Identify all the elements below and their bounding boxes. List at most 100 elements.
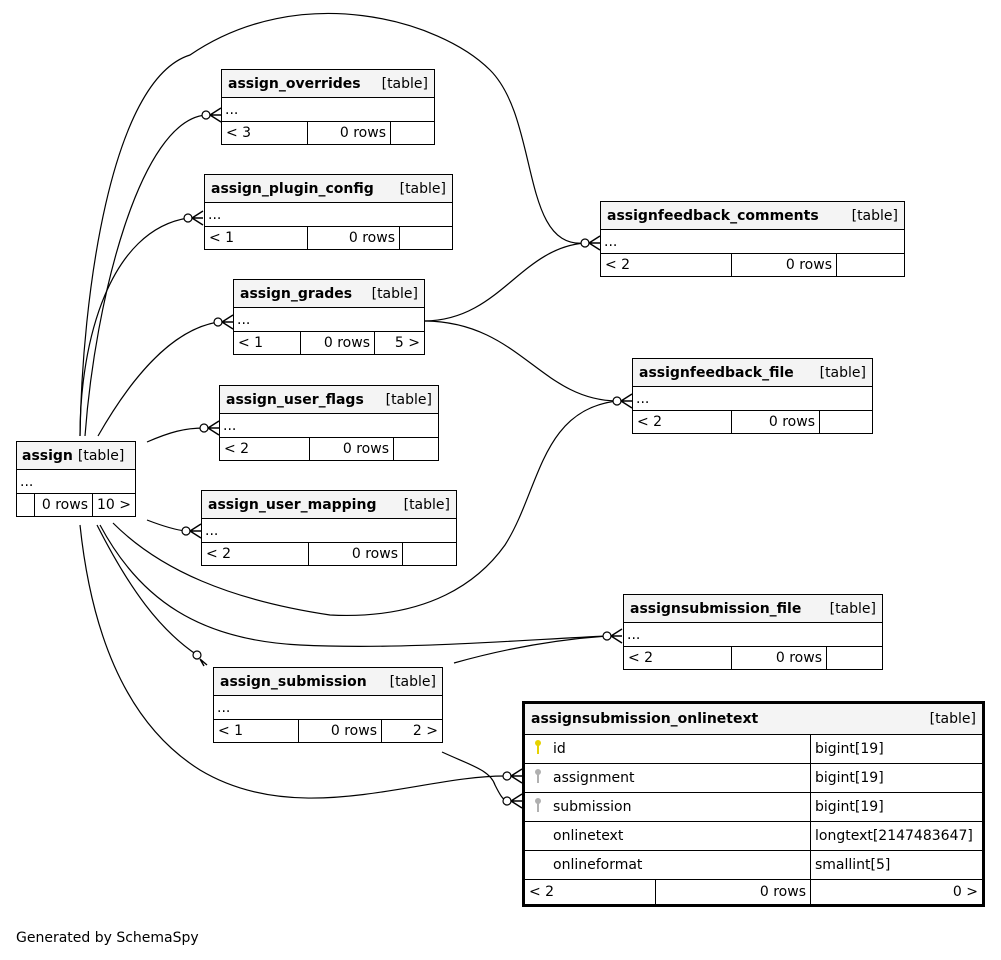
generated-by-footer: Generated by SchemaSpy bbox=[16, 930, 199, 946]
children-count[interactable] bbox=[827, 647, 882, 669]
table-kind: [table] bbox=[819, 364, 866, 381]
table-assign-user-flags[interactable]: assign_user_flags [table] ... < 2 0 rows bbox=[219, 385, 439, 461]
column-row[interactable]: onlinetext longtext[2147483647] bbox=[525, 822, 982, 851]
edge-submission-submission-file bbox=[453, 635, 608, 664]
parents-count[interactable]: < 2 bbox=[202, 543, 309, 565]
parents-count[interactable]: < 3 bbox=[222, 122, 308, 144]
primary-key-icon bbox=[533, 739, 547, 759]
column-type: longtext[2147483647] bbox=[815, 828, 973, 844]
table-footer: < 2 0 rows 0 > bbox=[525, 880, 982, 904]
column-row[interactable]: id bigint[19] bbox=[525, 735, 982, 764]
table-assign-plugin-config[interactable]: assign_plugin_config [table] ... < 1 0 ro… bbox=[204, 174, 453, 250]
edge-assign-assign-overrides bbox=[84, 114, 207, 437]
table-footer: < 1 0 rows 5 > bbox=[234, 332, 424, 354]
edge-assign-submission-file bbox=[99, 524, 608, 647]
table-kind: [table] bbox=[389, 673, 436, 690]
edge-grades-feedback-file bbox=[424, 320, 618, 402]
table-footer: < 1 0 rows 2 > bbox=[214, 720, 442, 742]
table-kind: [table] bbox=[851, 207, 898, 224]
columns-ellipsis: ... bbox=[17, 470, 135, 494]
children-count[interactable] bbox=[391, 122, 434, 144]
table-footer: < 2 0 rows bbox=[624, 647, 882, 669]
table-name: assign_submission bbox=[220, 673, 367, 690]
parents-count[interactable]: < 2 bbox=[220, 438, 310, 460]
table-assignsubmission-onlinetext[interactable]: assignsubmission_onlinetext[table] id bi… bbox=[522, 701, 985, 907]
table-kind: [table] bbox=[371, 285, 418, 302]
parents-count[interactable]: < 1 bbox=[205, 227, 308, 249]
columns-ellipsis: ... bbox=[202, 519, 456, 543]
row-count: 0 rows bbox=[732, 647, 827, 669]
table-name: assign_plugin_config bbox=[211, 180, 374, 197]
children-count[interactable] bbox=[820, 411, 872, 433]
column-row[interactable]: assignment bigint[19] bbox=[525, 764, 982, 793]
table-name: assign_user_flags bbox=[226, 391, 364, 408]
table-assignsubmission-file[interactable]: assignsubmission_file[table] ... < 2 0 r… bbox=[623, 594, 883, 670]
table-kind: [table] bbox=[929, 711, 976, 727]
table-name: assign bbox=[22, 447, 73, 464]
parents-count[interactable]: < 2 bbox=[525, 880, 656, 904]
table-footer: < 2 0 rows bbox=[601, 254, 904, 276]
edge-assign-plugin-config bbox=[79, 217, 189, 437]
columns-ellipsis: ... bbox=[205, 203, 452, 227]
children-count[interactable]: 0 > bbox=[952, 884, 978, 900]
edge-assign-user-mapping bbox=[146, 519, 187, 532]
column-row[interactable]: submission bigint[19] bbox=[525, 793, 982, 822]
table-assignfeedback-file[interactable]: assignfeedback_file[table] ... < 2 0 row… bbox=[632, 358, 873, 434]
table-assign-user-mapping[interactable]: assign_user_mapping [table] ... < 2 0 row… bbox=[201, 490, 457, 566]
table-name: assign_user_mapping bbox=[208, 496, 377, 513]
table-footer: < 2 0 rows bbox=[633, 411, 872, 433]
column-type: bigint[19] bbox=[815, 741, 884, 757]
row-count: 0 rows bbox=[309, 543, 403, 565]
row-count: 0 rows bbox=[299, 720, 382, 742]
table-assign-grades[interactable]: assign_grades[table] ... < 1 0 rows 5 > bbox=[233, 279, 425, 355]
table-kind: [table] bbox=[399, 180, 446, 197]
parents-count[interactable]: < 1 bbox=[234, 332, 301, 354]
column-name: onlineformat bbox=[553, 857, 643, 873]
table-assign[interactable]: assign [table] ... 0 rows 10 > bbox=[16, 441, 136, 517]
column-type: bigint[19] bbox=[815, 770, 884, 786]
table-footer: < 1 0 rows bbox=[205, 227, 452, 249]
column-list: id bigint[19] assignment bigint[19] subm… bbox=[525, 735, 982, 880]
children-count[interactable] bbox=[400, 227, 452, 249]
edge-assign-overrides bbox=[79, 12, 586, 437]
columns-ellipsis: ... bbox=[214, 696, 442, 720]
row-count: 0 rows bbox=[308, 227, 400, 249]
row-count: 0 rows bbox=[310, 438, 394, 460]
children-count[interactable] bbox=[837, 254, 904, 276]
table-assignfeedback-comments[interactable]: assignfeedback_comments[table] ... < 2 0… bbox=[600, 201, 905, 277]
column-name: onlinetext bbox=[553, 828, 624, 844]
foreign-key-icon bbox=[533, 768, 547, 788]
row-count: 0 rows bbox=[732, 411, 820, 433]
table-name: assign_overrides bbox=[228, 75, 361, 92]
edge-assign-onlinetext bbox=[79, 524, 508, 799]
table-kind: [table] bbox=[829, 600, 876, 617]
edge-grades-feedback-comments bbox=[424, 242, 586, 322]
children-count[interactable] bbox=[394, 438, 438, 460]
parents-count[interactable]: < 2 bbox=[624, 647, 732, 669]
column-name: assignment bbox=[553, 770, 635, 786]
table-name: assignsubmission_file bbox=[630, 600, 802, 617]
parents-count[interactable] bbox=[17, 494, 35, 516]
column-row[interactable]: onlineformat smallint[5] bbox=[525, 851, 982, 880]
parents-count[interactable]: < 2 bbox=[633, 411, 732, 433]
columns-ellipsis: ... bbox=[234, 308, 424, 332]
row-count: 0 rows bbox=[308, 122, 391, 144]
row-count: 0 rows bbox=[656, 880, 811, 904]
children-count[interactable]: 2 > bbox=[412, 723, 438, 739]
edge-assign-user-flags bbox=[146, 427, 205, 443]
table-kind: [table] bbox=[385, 391, 432, 408]
children-count[interactable]: 10 > bbox=[97, 497, 131, 513]
columns-ellipsis: ... bbox=[601, 230, 904, 254]
columns-ellipsis: ... bbox=[220, 414, 438, 438]
table-kind: [table] bbox=[403, 496, 450, 513]
parents-count[interactable]: < 1 bbox=[214, 720, 299, 742]
parents-count[interactable]: < 2 bbox=[601, 254, 732, 276]
table-footer: 0 rows 10 > bbox=[17, 494, 135, 516]
table-assign-submission[interactable]: assign_submission [table] ... < 1 0 rows … bbox=[213, 667, 443, 743]
children-count[interactable] bbox=[403, 543, 456, 565]
column-name: submission bbox=[553, 799, 632, 815]
children-count[interactable]: 5 > bbox=[394, 335, 420, 351]
row-count: 0 rows bbox=[732, 254, 837, 276]
table-assign-overrides[interactable]: assign_overrides[table] ... < 3 0 rows bbox=[221, 69, 435, 145]
